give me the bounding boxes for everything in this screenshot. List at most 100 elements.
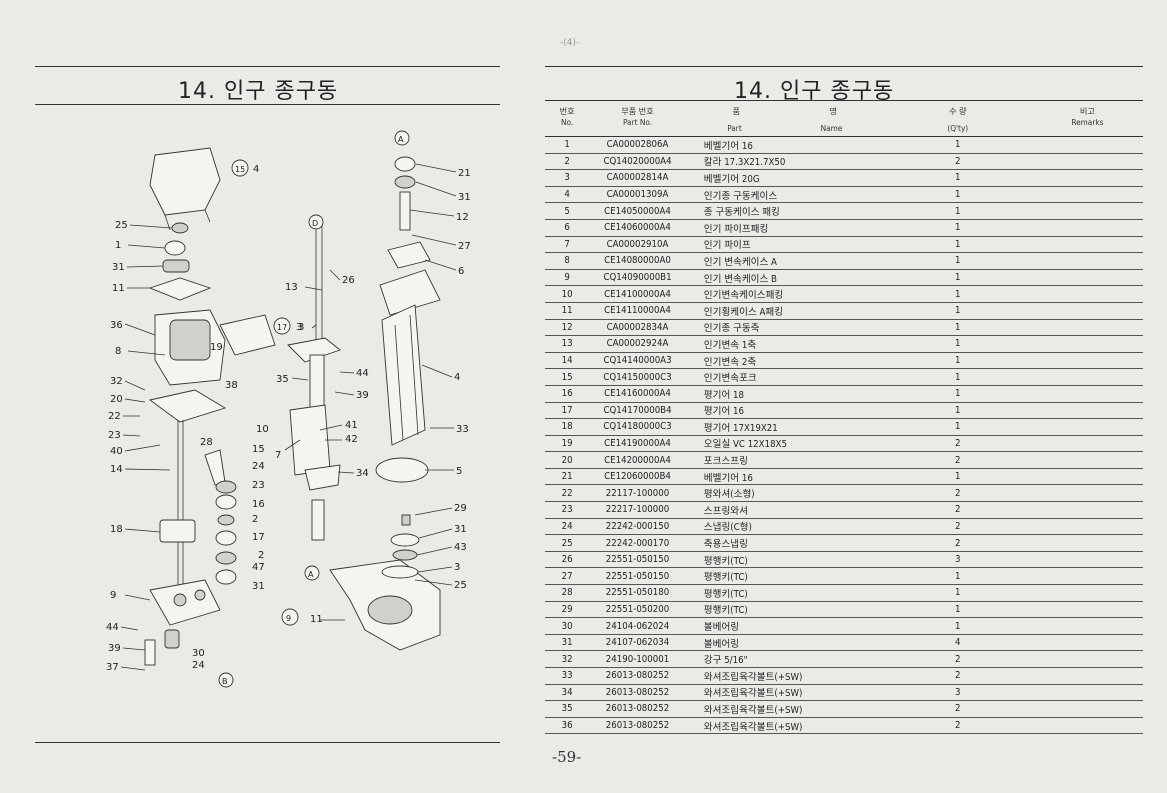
header-name-ko1: 품 bbox=[732, 106, 741, 116]
cell-part-no: 22551-050150 bbox=[589, 567, 686, 586]
cell-remarks bbox=[1031, 484, 1143, 503]
callout: 28 bbox=[200, 437, 213, 448]
callouts-right: 21 31 12 27 6 26 13 3 35 44 39 41 42 7 3… bbox=[275, 163, 471, 625]
cell-part-no: CE14050000A4 bbox=[589, 202, 686, 220]
cell-remarks bbox=[1031, 169, 1143, 187]
callout: 38 bbox=[225, 380, 238, 391]
callout: 40 bbox=[110, 446, 123, 457]
cell-part-no: 22242-000170 bbox=[589, 534, 686, 552]
cell-qty: 2 bbox=[883, 518, 1032, 536]
cell-no: 20 bbox=[545, 451, 590, 469]
callout: 31 bbox=[458, 192, 471, 203]
exploded-parts-diagram: 25 1 31 11 36 8 32 20 22 23 40 14 18 9 4… bbox=[106, 130, 471, 688]
cell-qty: 1 bbox=[883, 136, 1032, 154]
callout: 33 bbox=[456, 424, 469, 435]
cell-qty: 1 bbox=[883, 202, 1032, 220]
header-name-en1: Part bbox=[727, 123, 742, 133]
cell-remarks bbox=[1031, 700, 1143, 718]
cell-part-name: 와셔조립육각볼트(+SW) bbox=[685, 684, 884, 702]
header-part-ko: 부품 번호 bbox=[621, 106, 654, 116]
cell-part-name: 베벨기어 16 bbox=[685, 136, 884, 154]
cell-no: 34 bbox=[545, 684, 590, 702]
callout: 2 bbox=[258, 550, 264, 561]
cell-part-name: 베벨기어 20G bbox=[685, 169, 884, 187]
cell-part-name: 인기변속 2축 bbox=[685, 352, 884, 370]
cell-part-no: CA00002814A bbox=[589, 169, 686, 187]
cell-part-no: 22551-050200 bbox=[589, 601, 686, 619]
cell-remarks bbox=[1031, 601, 1143, 619]
cell-remarks bbox=[1031, 634, 1143, 652]
callout: 20 bbox=[110, 394, 123, 405]
cell-part-no: CQ14140000A3 bbox=[589, 352, 686, 370]
cell-remarks bbox=[1031, 368, 1143, 386]
cell-no: 19 bbox=[545, 435, 590, 453]
circle-marker: 15 bbox=[235, 165, 245, 174]
cell-part-no: CQ14020000A4 bbox=[589, 153, 686, 171]
cell-qty: 1 bbox=[883, 319, 1032, 337]
cell-part-no: 24104-062024 bbox=[589, 617, 686, 635]
cell-part-name: 평행키(TC) bbox=[685, 601, 884, 619]
callout: 35 bbox=[276, 374, 289, 385]
cell-no: 6 bbox=[545, 219, 590, 237]
circle-markers: 15 4 17 3 D A B 9 A bbox=[218, 130, 410, 688]
cell-part-name: 강구 5/16" bbox=[685, 650, 884, 668]
callout: 7 bbox=[275, 450, 281, 461]
cell-part-name: 인기변속케이스패킹 bbox=[685, 285, 884, 303]
cell-part-name: 볼베어링 bbox=[685, 634, 884, 652]
cell-remarks bbox=[1031, 667, 1143, 685]
cell-no: 16 bbox=[545, 385, 590, 403]
cell-part-no: CE14080000A0 bbox=[589, 252, 686, 270]
callout: 24 bbox=[192, 660, 205, 671]
cell-remarks bbox=[1031, 418, 1143, 436]
cell-no: 30 bbox=[545, 617, 590, 635]
cell-no: 11 bbox=[545, 302, 590, 320]
cell-no: 15 bbox=[545, 368, 590, 386]
callout: 11 bbox=[112, 283, 125, 294]
cell-no: 29 bbox=[545, 601, 590, 619]
callout: 26 bbox=[342, 275, 355, 286]
cell-remarks bbox=[1031, 352, 1143, 370]
callout: 42 bbox=[345, 434, 358, 445]
cell-no: 27 bbox=[545, 567, 590, 586]
cell-no: 13 bbox=[545, 335, 590, 353]
top-mark: -(4)- bbox=[560, 38, 580, 48]
cell-part-no: 22217-100000 bbox=[589, 501, 686, 519]
cell-no: 4 bbox=[545, 186, 590, 204]
callout: 31 bbox=[112, 262, 125, 273]
callout: 44 bbox=[356, 368, 369, 379]
callout: 37 bbox=[106, 662, 119, 673]
callout: 29 bbox=[454, 503, 467, 514]
left-bottom-rule bbox=[35, 742, 500, 743]
cell-no: 28 bbox=[545, 584, 590, 602]
callout: 2 bbox=[252, 514, 258, 525]
callout: 27 bbox=[458, 241, 471, 252]
callout: 13 bbox=[285, 282, 298, 293]
cell-remarks bbox=[1031, 136, 1143, 154]
cell-no: 17 bbox=[545, 402, 590, 420]
cell-no: 18 bbox=[545, 418, 590, 436]
header-qty-en: (Q'ty) bbox=[947, 123, 969, 133]
cell-qty: 1 bbox=[883, 352, 1032, 370]
cell-qty: 1 bbox=[883, 219, 1032, 237]
callout: 31 bbox=[252, 581, 265, 592]
circle-marker: A bbox=[398, 135, 404, 144]
cell-part-no: 26013-080252 bbox=[589, 684, 686, 702]
circle-marker: 17 bbox=[277, 323, 287, 332]
cell-part-no: CA00002910A bbox=[589, 236, 686, 254]
cell-part-no: CA00002806A bbox=[589, 136, 686, 154]
